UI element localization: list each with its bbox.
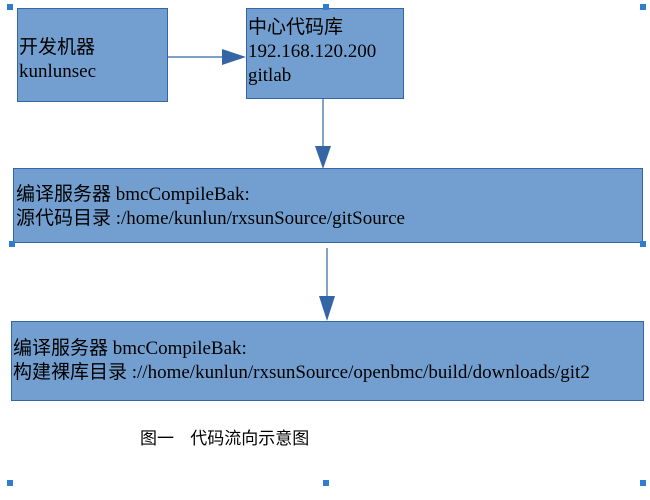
dev-machine-box[interactable]: 开发机器 kunlunsec — [17, 8, 168, 102]
selection-handle-top-right[interactable] — [640, 4, 646, 10]
arrowhead-dev-to-repo — [222, 49, 246, 65]
selection-handle-middle-left[interactable] — [9, 241, 15, 247]
selection-handle-middle-right[interactable] — [640, 241, 646, 247]
compile-mirror-box[interactable]: 编译服务器 bmcCompileBak: 构建裸库目录 ://home/kunl… — [11, 321, 644, 401]
central-repo-title: 中心代码库 — [248, 17, 344, 38]
compile-mirror-path: 构建裸库目录 ://home/kunlun/rxsunSource/openbm… — [13, 362, 590, 383]
selection-handle-bottom-right[interactable] — [640, 480, 646, 486]
central-repo-box[interactable]: 中心代码库 192.168.120.200 gitlab — [246, 8, 404, 99]
figure-caption: 图一 代码流向示意图 — [140, 429, 310, 449]
dev-machine-title: 开发机器 — [19, 37, 96, 58]
selection-handle-bottom-center[interactable] — [323, 480, 329, 486]
selection-handle-top-center[interactable] — [323, 4, 329, 10]
selection-handle-top-left[interactable] — [7, 4, 13, 10]
arrowhead-source-to-mirror — [319, 296, 335, 321]
compile-source-server: 编译服务器 bmcCompileBak: — [16, 184, 250, 205]
arrowhead-repo-to-source — [315, 146, 331, 169]
selection-handle-bottom-left[interactable] — [7, 480, 13, 486]
central-repo-type: gitlab — [248, 65, 292, 86]
compile-source-box[interactable]: 编译服务器 bmcCompileBak: 源代码目录 :/home/kunlun… — [13, 168, 643, 243]
compile-source-path: 源代码目录 :/home/kunlun/rxsunSource/gitSourc… — [16, 208, 405, 229]
dev-machine-host: kunlunsec — [19, 61, 97, 82]
compile-mirror-server: 编译服务器 bmcCompileBak: — [13, 338, 247, 359]
central-repo-ip: 192.168.120.200 — [248, 41, 377, 62]
